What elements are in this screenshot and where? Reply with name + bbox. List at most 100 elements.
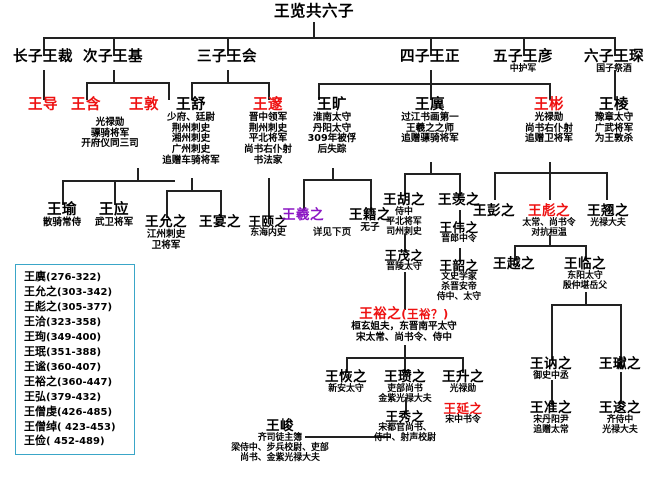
person-titles: 桓玄姐夫，东晋南平太守 宋太常、尚书令、侍中 bbox=[351, 320, 457, 343]
legend-years: (305-377) bbox=[57, 301, 113, 313]
connector-wangji-bus bbox=[86, 82, 169, 84]
connector-gen2-bus-mid bbox=[318, 83, 550, 85]
person-titles: 晋陵太守 bbox=[386, 261, 422, 272]
node-wangsui: 王邃 晋中领军 荆州刺史 平北将军 尚书右仆射 书法家 bbox=[244, 98, 292, 166]
person-titles: 豫章太守 广武将军 为王敦杀 bbox=[594, 111, 634, 145]
list-item: 王允之(303-342) bbox=[24, 285, 127, 300]
person-titles: 太常、尚书令 对抗桓温 bbox=[522, 217, 576, 238]
root-person-name: 王览共六子 bbox=[273, 2, 355, 20]
person-titles: 武卫将军 bbox=[94, 216, 134, 228]
person-titles: 淮南太守 丹阳太守 309年被俘 后失踪 bbox=[307, 111, 357, 155]
list-item: 王俭( 452-489) bbox=[24, 434, 127, 449]
legend-name: 王珣 bbox=[24, 329, 46, 343]
person-name: 王敦 bbox=[129, 97, 159, 113]
legend-years: (323-358) bbox=[46, 316, 102, 328]
person-name: 五子王彦 bbox=[493, 49, 553, 65]
person-name: 王宴之 bbox=[199, 214, 241, 230]
legend-years: (379-432) bbox=[46, 391, 102, 403]
person-name-suffix: (王裕？) bbox=[401, 307, 449, 321]
node-wangyu: 王瑜 散骑常侍 bbox=[43, 203, 81, 229]
connector-wangzheng-stem bbox=[430, 70, 432, 84]
legend-years: (351-388) bbox=[46, 346, 102, 358]
person-titles: 齐司徒主簿 梁侍中、步兵校尉、吏部 尚书、金紫光禄大夫 bbox=[231, 432, 329, 463]
node-wangbin: 王彬 光禄勋 尚书右仆射 追赠卫将军 bbox=[525, 98, 573, 145]
person-name: 王颐之 bbox=[248, 214, 288, 229]
connector-wangweizhi-child bbox=[459, 248, 461, 262]
legend-name: 王彪之 bbox=[24, 299, 57, 313]
connector-drop-g1-2 bbox=[113, 37, 115, 56]
node-wangyi: 王廙 过江书画第一 王羲之之师 追赠骠骑将军 bbox=[401, 98, 459, 145]
legend-name: 王洽 bbox=[24, 314, 46, 328]
connector-drop-wangdun bbox=[168, 82, 170, 100]
legend-name: 王俭 bbox=[24, 434, 46, 448]
person-titles: 光禄大夫 bbox=[590, 217, 626, 228]
node-wangnezhi: 王讷之 御史中丞 bbox=[530, 357, 572, 382]
person-titles: 宋都官尚书、 侍中、射声校尉 bbox=[373, 422, 437, 443]
connector-wangkuang-stem bbox=[332, 168, 334, 180]
node-wanghuanzhi: 王瓛之 bbox=[599, 357, 641, 372]
person-name: 王升之 bbox=[442, 369, 484, 385]
connector-wangyi-bus bbox=[404, 173, 460, 175]
person-name: 王廙 bbox=[415, 97, 445, 113]
connector-wanghui-stem bbox=[227, 70, 229, 83]
list-item: 王珉(351-388) bbox=[24, 345, 127, 360]
person-name: 王含 bbox=[71, 97, 101, 113]
person-name: 王导 bbox=[28, 97, 58, 113]
node-wangyunzhi: 王允之 江州刺史 卫将军 bbox=[145, 215, 187, 251]
legend-name: 王僧虔 bbox=[24, 404, 57, 418]
connector-drop-g1-5 bbox=[523, 37, 525, 56]
list-item: 王裕之(360-447) bbox=[24, 375, 127, 390]
node-wanghuzhi: 王胡之 侍中 平北将军 司州刺史 bbox=[383, 193, 425, 238]
list-item: 王廙(276-322) bbox=[24, 270, 127, 285]
list-item: 王弘(379-432) bbox=[24, 390, 127, 405]
person-name: 王准之 bbox=[530, 400, 572, 416]
node-wanghan: 王含 bbox=[71, 98, 101, 113]
connector-drop-wanglinzhi bbox=[585, 245, 587, 261]
legend-years: ( 452-489) bbox=[46, 436, 105, 448]
connector-drop-g1-3 bbox=[227, 37, 229, 56]
person-titles: 光禄勋 bbox=[449, 383, 477, 394]
person-titles: 晋郎中令 bbox=[441, 233, 477, 244]
connector-wangshu-bus bbox=[166, 190, 221, 192]
person-name: 王彭之 bbox=[473, 203, 515, 219]
person-titles: 少府、廷尉 荆州刺史 湘州刺史 广州刺史 追赠车骑将军 bbox=[162, 111, 220, 166]
chart-title: 王览共六子 bbox=[273, 2, 355, 20]
connector-drop-wangshu bbox=[191, 82, 193, 100]
connector-wangnezhi-child bbox=[551, 380, 553, 405]
legend-years: ( 423-453) bbox=[57, 421, 116, 433]
dates-legend-box: 王廙(276-322) 王允之(303-342) 王彪之(305-377) 王洽… bbox=[15, 264, 135, 456]
legend-name: 王弘 bbox=[24, 389, 46, 403]
node-wangxizhi: 王羲之 bbox=[282, 207, 324, 223]
connector-drop-wangyu bbox=[62, 180, 64, 205]
person-titles: 东海内史 bbox=[250, 227, 286, 238]
person-name: 王峻 bbox=[266, 418, 294, 434]
connector-drop-g1-6 bbox=[614, 37, 616, 56]
legend-years: (426-485) bbox=[57, 406, 113, 418]
person-titles: 国子祭酒 bbox=[596, 63, 632, 74]
connector-gen1-bus bbox=[43, 37, 615, 39]
node-wangxianzhi: 王羡之 bbox=[438, 193, 480, 208]
person-name: 王越之 bbox=[493, 256, 535, 272]
person-name: 王彬 bbox=[534, 97, 564, 113]
person-name: 王羲之 bbox=[282, 207, 324, 223]
connector-wangkuang-bus bbox=[303, 179, 371, 181]
connector-drop-wangxizhi bbox=[303, 179, 305, 211]
person-titles: 新安太守 bbox=[328, 383, 364, 394]
person-name: 王棱 bbox=[599, 97, 629, 113]
connector-wanghuanzhi-child bbox=[620, 372, 622, 404]
node-wangyuzhi: 王裕之(王裕？) 桓玄姐夫，东晋南平太守 宋太常、尚书令、侍中 bbox=[351, 307, 457, 343]
legend-name: 王允之 bbox=[24, 284, 57, 298]
person-name: 王秀之 bbox=[385, 409, 425, 424]
person-titles: 东阳太守 殷仲堪岳父 bbox=[562, 270, 608, 291]
node-wangshaozhi: 王韶之 文史学家 杀晋安帝 侍中、太守 bbox=[437, 259, 481, 303]
connector-wangbiaozhi-stem bbox=[549, 235, 551, 246]
node-wanglinzhi: 王临之 东阳太守 殷仲堪岳父 bbox=[562, 257, 608, 292]
person-name: 王茂之 bbox=[384, 248, 424, 263]
legend-years: (276-322) bbox=[46, 272, 102, 283]
connector-wangbin-stem bbox=[549, 162, 551, 173]
person-titles: 齐侍中 光禄大夫 bbox=[602, 414, 638, 435]
person-name: 王逡之 bbox=[599, 400, 641, 416]
connector-drop-wanghan bbox=[86, 82, 88, 100]
person-name: 王延之 bbox=[443, 401, 483, 416]
connector-wangcai-child bbox=[43, 70, 45, 100]
